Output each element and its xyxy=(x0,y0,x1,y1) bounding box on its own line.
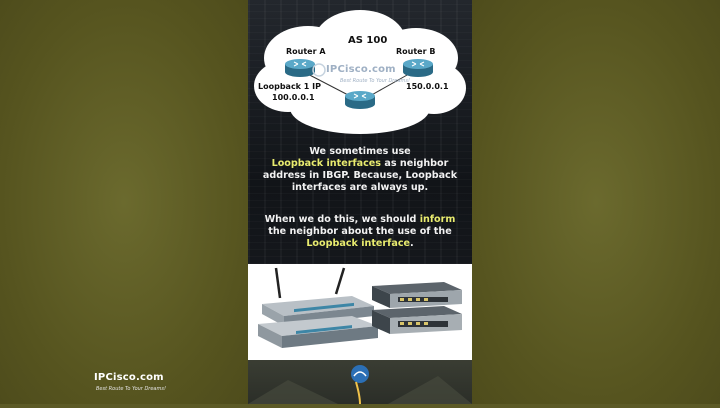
p2-line-3-rest: . xyxy=(410,238,414,249)
p1-line-3: address in IBGP. Because, Loopback xyxy=(262,170,458,181)
router-b-ip: 150.0.0.1 xyxy=(406,82,449,91)
watermark-tagline: Best Route To Your Dreams! xyxy=(340,78,410,84)
p1-highlight: Loopback interfaces xyxy=(271,158,381,169)
network-diagram: AS 100 Router A Router B Loopback 1 IP 1… xyxy=(248,0,472,138)
p1-line-2-rest: as neighbor xyxy=(381,158,449,169)
cloud-shape xyxy=(254,10,466,134)
router-a-ip: 100.0.0.1 xyxy=(272,93,315,102)
p2-line-2: the neighbor about the use of the xyxy=(268,226,452,237)
p1-line-1: We sometimes use xyxy=(309,146,411,157)
router-center-icon xyxy=(345,91,375,109)
paragraph-2: When we do this, we should inform the ne… xyxy=(258,214,462,250)
loopback-label: Loopback 1 IP xyxy=(258,82,321,91)
paragraph-1: We sometimes use Loopback interfaces as … xyxy=(258,146,462,194)
p2-line-1-pre: When we do this, we should xyxy=(264,214,420,225)
left-background xyxy=(0,0,248,404)
watermark-brand: IPCisco.com xyxy=(326,64,396,75)
router-hardware-image xyxy=(258,267,462,348)
footer-tagline: Best Route To Your Dreams! xyxy=(96,386,166,392)
p2-line-3: Loopback interface. xyxy=(258,238,462,250)
right-background xyxy=(472,0,720,404)
footer-logo-icon xyxy=(351,365,369,383)
router-b-icon xyxy=(403,59,433,77)
footer-bg-art xyxy=(248,365,472,405)
p2-line-1: When we do this, we should inform xyxy=(258,214,462,226)
p1-line-2: Loopback interfaces as neighbor xyxy=(258,158,462,170)
as-label: AS 100 xyxy=(348,35,388,46)
content-panel: AS 100 Router A Router B Loopback 1 IP 1… xyxy=(248,0,472,404)
p2-highlight-loopback: Loopback interface xyxy=(306,238,411,249)
router-hardware-photo xyxy=(248,264,472,360)
footer-brand: IPCisco.com xyxy=(94,372,164,383)
router-a-icon xyxy=(285,59,315,77)
watermark-logo-icon xyxy=(312,63,326,77)
p1-line-4: interfaces are always up. xyxy=(291,182,429,193)
p2-highlight-inform: inform xyxy=(419,214,456,225)
router-b-label: Router B xyxy=(396,47,436,56)
router-a-label: Router A xyxy=(286,47,326,56)
footer xyxy=(248,360,472,405)
